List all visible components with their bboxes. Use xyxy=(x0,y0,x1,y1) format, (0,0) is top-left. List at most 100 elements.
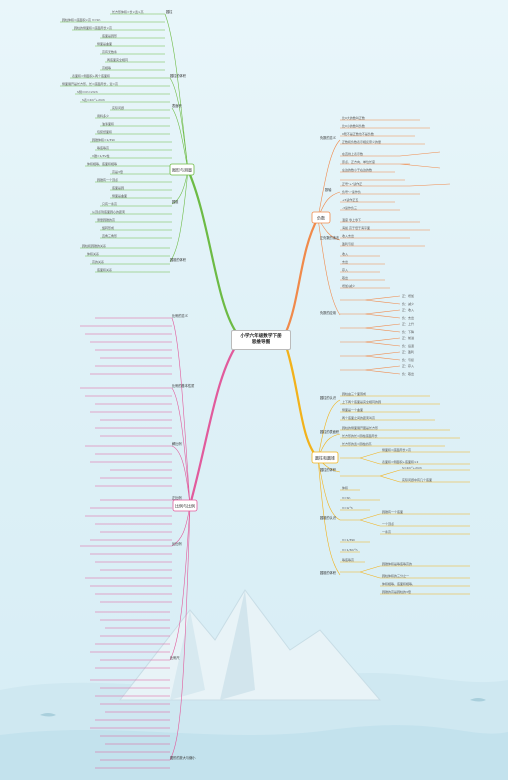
sub-node-right-top-3: 正负数的读法 xyxy=(320,235,339,240)
svg-text:底面是圆形: 底面是圆形 xyxy=(102,33,117,38)
svg-text:0既不是正数也不是负数: 0既不是正数也不是负数 xyxy=(342,131,374,136)
svg-text:负：取出: 负：取出 xyxy=(402,371,414,376)
svg-text:V锥=1/3V柱: V锥=1/3V柱 xyxy=(92,153,109,158)
svg-text:侧面积=底面周长×高: 侧面积=底面周长×高 xyxy=(382,447,411,452)
sub-node-left-top-5: 圆锥的体积 xyxy=(170,257,187,262)
svg-text:正：前进: 正：前进 xyxy=(402,335,414,340)
svg-text:实际问题中有几个底面: 实际问题中有几个底面 xyxy=(402,477,432,482)
sub-node-left-bottom-3: 解比例 xyxy=(172,441,182,446)
branch-label-right-bottom: 圆柱和圆锥 xyxy=(315,455,335,461)
svg-text:体积相等，底面积相等，: 体积相等，底面积相等， xyxy=(382,581,415,586)
central-topic-line1: 小学六年级数学下册 xyxy=(240,334,282,339)
right-bottom-detail-text: 圆柱由三个面围成 上下两个底面是完全相同的圆 侧面是一个曲面 两个底面之间的距离… xyxy=(342,391,432,594)
svg-text:圆锥有一个底面: 圆锥有一个底面 xyxy=(382,509,403,514)
svg-text:比0大的数叫正数: 比0大的数叫正数 xyxy=(342,115,365,120)
svg-text:两个底面之间的距离叫高: 两个底面之间的距离叫高 xyxy=(342,415,375,420)
branch-label-right-top: 负数 xyxy=(317,215,325,221)
svg-text:圆柱的侧面展开图是长方形: 圆柱的侧面展开图是长方形 xyxy=(342,425,378,430)
svg-text:侧面是一个曲面: 侧面是一个曲面 xyxy=(342,407,363,412)
svg-text:负：后退: 负：后退 xyxy=(402,343,414,348)
svg-text:正：上升: 正：上升 xyxy=(402,321,414,326)
svg-text:海拔 高于低于海平面: 海拔 高于低于海平面 xyxy=(342,225,370,230)
svg-text:两底面完全相同: 两底面完全相同 xyxy=(107,57,128,62)
svg-text:增加/减少: 增加/减少 xyxy=(342,283,355,288)
sub-node-left-top-2: 圆锥 xyxy=(172,199,179,204)
svg-text:包装纸面积: 包装纸面积 xyxy=(97,129,112,134)
right-top-detail-text: 比0大的数叫正数 比0小的数叫负数 0既不是正数也不是负数 正数和负数表示相反意… xyxy=(342,115,414,376)
svg-text:V=πr²h: V=πr²h xyxy=(342,506,353,510)
svg-text:旋转形成: 旋转形成 xyxy=(102,225,114,230)
svg-text:圆柱由三个面围成: 圆柱由三个面围成 xyxy=(342,391,366,396)
svg-text:S侧=Ch=2πrh: S侧=Ch=2πrh xyxy=(77,89,98,94)
sub-node-left-bottom-4: 正比例 xyxy=(172,495,182,500)
svg-text:圆柱的侧面积=底面周长×高: 圆柱的侧面积=底面周长×高 xyxy=(74,25,112,30)
right-top-details xyxy=(317,119,451,375)
svg-text:圆锥体积=1/3Sh: 圆锥体积=1/3Sh xyxy=(92,137,115,142)
svg-text:-3读作负三: -3读作负三 xyxy=(342,205,357,210)
svg-text:正：增加: 正：增加 xyxy=(402,293,414,298)
svg-text:正：收入: 正：收入 xyxy=(402,307,414,312)
svg-text:负号"-"读作负: 负号"-"读作负 xyxy=(342,189,361,194)
sub-node-right-bottom-4: 圆锥的认识 xyxy=(320,515,336,520)
svg-text:上下两个底面是完全相同的圆: 上下两个底面是完全相同的圆 xyxy=(342,399,381,404)
branch-line-left-bottom xyxy=(188,344,238,507)
svg-text:等底等高: 等底等高 xyxy=(97,145,109,150)
sub-node-left-top-3: 圆柱的体积 xyxy=(170,73,187,78)
svg-text:侧面是曲面: 侧面是曲面 xyxy=(97,41,112,46)
branch-label-left-bottom: 比例与比例 xyxy=(175,503,195,509)
svg-text:高是3倍: 高是3倍 xyxy=(112,169,123,174)
svg-text:正：存入: 正：存入 xyxy=(402,363,414,368)
svg-text:长方形体积=长×宽×高: 长方形体积=长×宽×高 xyxy=(112,9,144,14)
main-branches xyxy=(186,168,320,507)
branch-line-right-top xyxy=(284,216,320,334)
svg-text:S表=2πr²+2πrh: S表=2πr²+2πrh xyxy=(82,97,105,102)
sub-node-left-top-4: 表面积 xyxy=(172,103,182,108)
svg-text:体积相等，底面积相等: 体积相等，底面积相等 xyxy=(87,161,117,166)
svg-text:温度 零上零下: 温度 零上零下 xyxy=(342,217,361,222)
svg-text:正：盈利: 正：盈利 xyxy=(402,349,414,354)
svg-text:V=Sh: V=Sh xyxy=(342,496,350,500)
left-top-detail-text: 长方形体积=长×宽×高 圆柱体积=底面积×高 V=Sh 圆柱的侧面积=底面周长×… xyxy=(62,9,144,272)
svg-text:底面是圆: 底面是圆 xyxy=(112,185,124,190)
svg-text:侧面是曲面: 侧面是曲面 xyxy=(112,193,127,198)
svg-text:高的关系: 高的关系 xyxy=(92,259,104,264)
svg-text:表面积=侧面积+两个底面积: 表面积=侧面积+两个底面积 xyxy=(72,73,110,78)
svg-text:实际问题: 实际问题 xyxy=(112,105,124,110)
svg-text:长方形的长=圆柱底面周长: 长方形的长=圆柱底面周长 xyxy=(342,433,378,438)
svg-text:盈利亏损: 盈利亏损 xyxy=(342,241,354,246)
svg-text:收入: 收入 xyxy=(342,251,348,256)
svg-text:高有无数条: 高有无数条 xyxy=(102,49,117,54)
svg-text:圆柱体积=底面积×高 V=Sh: 圆柱体积=底面积×高 V=Sh xyxy=(62,17,100,22)
left-bottom-details xyxy=(80,317,191,769)
svg-text:等底等高: 等底等高 xyxy=(342,557,354,562)
background-decoration xyxy=(0,589,508,780)
svg-text:S=2πr²+2πrh: S=2πr²+2πrh xyxy=(402,466,422,470)
svg-text:圆锥有一个顶点: 圆锥有一个顶点 xyxy=(97,177,118,182)
branch-labels: 图形与测量 比例与比例 负数 圆柱和圆锥 xyxy=(169,163,339,512)
svg-text:左边的数小于右边的数: 左边的数小于右边的数 xyxy=(342,167,372,172)
branch-line-left-top xyxy=(186,168,238,334)
sub-node-right-top-4: 负数的应用 xyxy=(320,310,336,315)
sub-node-left-bottom-1: 比例的意义 xyxy=(172,313,189,318)
svg-text:正号"+"读作正: 正号"+"读作正 xyxy=(342,181,362,186)
svg-text:一个顶点: 一个顶点 xyxy=(382,521,394,526)
sub-node-left-top-1: 圆柱 xyxy=(166,9,173,14)
svg-text:取出: 取出 xyxy=(342,275,348,280)
svg-text:在直线上表示数: 在直线上表示数 xyxy=(342,151,363,156)
svg-text:体积关系: 体积关系 xyxy=(87,251,99,256)
svg-text:负：下降: 负：下降 xyxy=(402,329,414,334)
svg-text:高相等: 高相等 xyxy=(102,65,111,70)
svg-text:圆柱和圆锥的关系: 圆柱和圆锥的关系 xyxy=(82,243,106,248)
svg-text:长方形的宽=圆柱的高: 长方形的宽=圆柱的高 xyxy=(342,441,372,446)
svg-text:体积: 体积 xyxy=(342,485,348,490)
svg-text:一条高: 一条高 xyxy=(382,529,391,534)
svg-text:侧面展开是长方形，长=底面周长，宽=高: 侧面展开是长方形，长=底面周长，宽=高 xyxy=(62,81,118,86)
svg-text:圆锥的高是圆柱的3倍: 圆锥的高是圆柱的3倍 xyxy=(382,589,411,594)
central-topic-line2: 思维导图 xyxy=(251,340,271,345)
svg-text:V=1/3Sh: V=1/3Sh xyxy=(342,538,355,542)
svg-text:圆锥体积是等底等高的: 圆锥体积是等底等高的 xyxy=(382,561,412,566)
svg-text:用料多少: 用料多少 xyxy=(97,113,109,118)
sub-node-right-bottom-1: 圆柱的认识 xyxy=(320,395,336,400)
svg-text:从顶点到底面圆心的距离: 从顶点到底面圆心的距离 xyxy=(92,209,125,214)
